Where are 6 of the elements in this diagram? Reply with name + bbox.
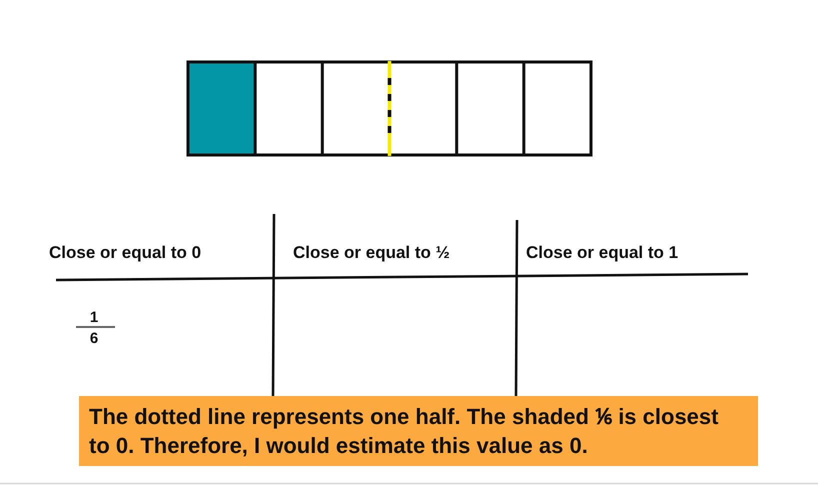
note-box: The dotted line represents one half. The shaded ⅙ is closest to 0. Therefore, I would estimate this value as 0. [79, 396, 758, 466]
fraction-numerator: 1 [90, 309, 98, 326]
column-header: Close or equal to 1 [526, 242, 678, 264]
column-header: Close or equal to ½ [293, 242, 450, 264]
column-header: Close or equal to 0 [49, 242, 202, 264]
fraction-denominator: 6 [90, 330, 98, 347]
